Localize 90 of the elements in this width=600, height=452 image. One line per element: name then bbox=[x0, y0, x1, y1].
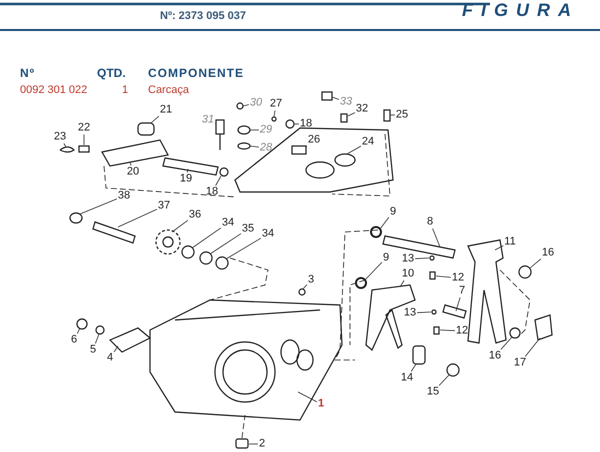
callout-number: 31 bbox=[202, 114, 214, 126]
callout-number: 10 bbox=[402, 268, 414, 280]
part-number: Nº: 2373 095 037 bbox=[160, 10, 246, 22]
leader-line bbox=[380, 216, 390, 230]
callout-number: 14 bbox=[400, 372, 414, 384]
leader-line bbox=[210, 233, 242, 254]
callout-number: 9 bbox=[382, 252, 390, 264]
leader-line bbox=[242, 104, 250, 106]
leader-line bbox=[346, 146, 362, 154]
leader-line bbox=[192, 228, 222, 248]
leader-line bbox=[440, 330, 456, 332]
column-header: Nº bbox=[20, 66, 36, 80]
callout-number: 37 bbox=[158, 200, 170, 212]
leader-line bbox=[500, 336, 512, 350]
callout-number: 19 bbox=[180, 174, 192, 184]
leader-line bbox=[298, 392, 318, 402]
leader-line bbox=[410, 364, 416, 372]
callout-number: 29 bbox=[260, 124, 272, 136]
leader-line bbox=[432, 228, 440, 248]
leader-line bbox=[150, 116, 160, 124]
leader-line bbox=[494, 245, 504, 250]
leader-line bbox=[364, 262, 382, 280]
column-header: COMPONENTE bbox=[148, 66, 244, 80]
leader-line bbox=[226, 238, 262, 260]
callout-number: 16 bbox=[542, 248, 554, 258]
leader-line bbox=[64, 143, 66, 148]
leader-line bbox=[114, 346, 118, 352]
leader-line bbox=[400, 280, 404, 288]
callout-number: 12 bbox=[452, 272, 464, 284]
callout-number: 27 bbox=[270, 98, 282, 110]
leader-line bbox=[390, 114, 396, 116]
callout-number: 34 bbox=[262, 228, 274, 240]
callout-number: 35 bbox=[242, 224, 254, 234]
callout-number: 34 bbox=[222, 218, 234, 228]
callout-number: 8 bbox=[426, 216, 434, 228]
leader-line bbox=[215, 176, 222, 186]
leader-line bbox=[118, 208, 158, 228]
callout-number: 36 bbox=[188, 210, 202, 220]
callout-number: 6 bbox=[70, 334, 78, 346]
leader-line bbox=[348, 112, 356, 116]
leader-line bbox=[416, 312, 432, 314]
leader-line bbox=[76, 328, 80, 334]
callout-number: 17 bbox=[514, 358, 526, 368]
callout-number: 11 bbox=[504, 236, 516, 248]
leader-line bbox=[456, 297, 460, 312]
callout-number: 4 bbox=[106, 352, 114, 364]
callout-number: 13 bbox=[402, 254, 414, 264]
callout-number: 15 bbox=[426, 386, 440, 398]
table-text: 0092 301 022 bbox=[20, 84, 88, 96]
callout-number: 7 bbox=[458, 286, 466, 296]
callout-number: 2 bbox=[258, 438, 266, 450]
callout-number: 12 bbox=[456, 326, 468, 336]
callout-number: 38 bbox=[118, 190, 130, 202]
table-text: Carcaça bbox=[148, 84, 189, 96]
table-text: 1 bbox=[122, 84, 128, 96]
callout-number: 18 bbox=[300, 118, 312, 130]
leader-line bbox=[130, 162, 132, 166]
callout-number: 24 bbox=[362, 136, 374, 148]
leader-line bbox=[438, 374, 450, 386]
leader-line bbox=[80, 198, 118, 214]
callout-number: 1 bbox=[318, 398, 324, 410]
callout-number: 21 bbox=[160, 104, 172, 116]
column-header: QTD. bbox=[97, 66, 126, 80]
leader-line bbox=[530, 258, 542, 268]
callout-number: 28 bbox=[260, 142, 272, 154]
callout-number: 9 bbox=[390, 206, 396, 218]
leader-line bbox=[186, 168, 188, 173]
leader-line bbox=[524, 338, 540, 357]
callout-number: 16 bbox=[488, 350, 502, 362]
callout-number: 26 bbox=[308, 134, 320, 146]
leader-line bbox=[95, 334, 100, 344]
leader-line bbox=[332, 96, 340, 100]
callout-number: 20 bbox=[126, 166, 140, 178]
leader-line bbox=[172, 220, 188, 232]
leader-line bbox=[436, 276, 452, 278]
callout-number: 13 bbox=[404, 308, 416, 318]
callout-number: 5 bbox=[90, 344, 96, 356]
leader-line bbox=[274, 110, 276, 118]
callout-number: 32 bbox=[356, 104, 368, 114]
leader-line bbox=[414, 258, 430, 260]
leader-line bbox=[250, 146, 260, 148]
callout-number: 25 bbox=[396, 110, 408, 120]
callout-number: 23 bbox=[54, 132, 66, 142]
figure-heading: FIGURA bbox=[462, 0, 579, 20]
leader-line bbox=[302, 284, 308, 290]
callout-number: 30 bbox=[250, 98, 262, 108]
callout-number: 33 bbox=[340, 96, 352, 108]
callout-number: 18 bbox=[206, 186, 218, 198]
callout-number: 3 bbox=[308, 274, 314, 286]
callout-number: 22 bbox=[78, 122, 90, 134]
